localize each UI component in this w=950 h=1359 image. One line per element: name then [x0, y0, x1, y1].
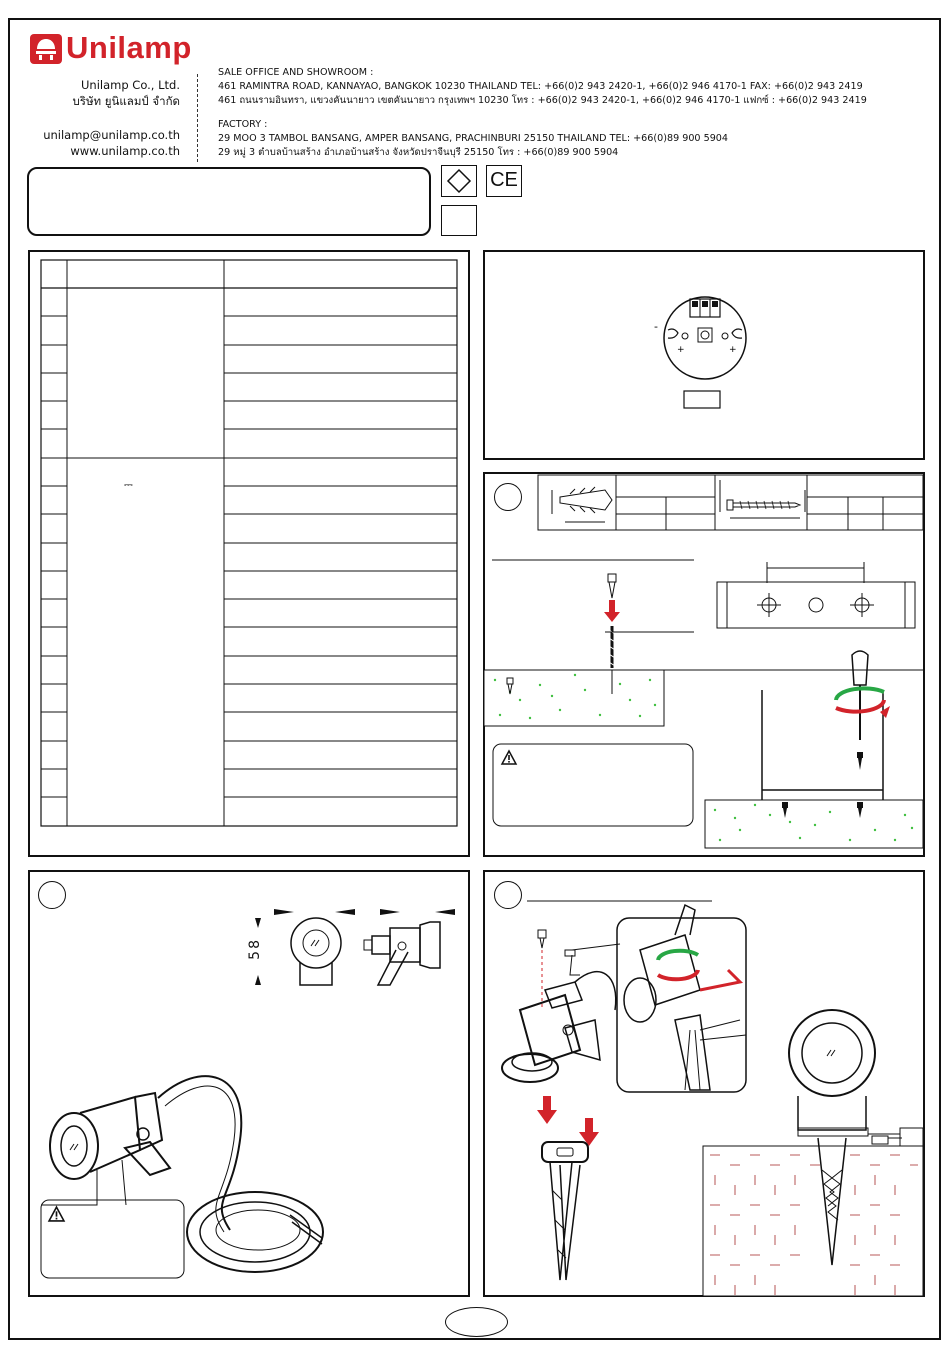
diamond-cert-box: [441, 165, 477, 197]
sales-office-heading: SALE OFFICE AND SHOWROOM :: [218, 67, 374, 78]
factory-line-en: 29 MOO 3 TAMBOL BANSANG, AMPER BANSANG, …: [218, 133, 728, 144]
factory-line-th: 29 หมู่ 3 ตำบลบ้านสร้าง อำเภอบ้านสร้าง จ…: [218, 147, 619, 158]
step-circle-3: [494, 881, 522, 909]
dc-symbol: ⎓: [124, 478, 133, 491]
factory-heading: FACTORY :: [218, 119, 268, 130]
ce-mark-icon: CE: [486, 165, 522, 197]
svg-text:-: -: [654, 320, 658, 333]
sales-office-line-en: 461 RAMINTRA ROAD, KANNAYAO, BANGKOK 102…: [218, 81, 863, 92]
header-divider: [197, 74, 198, 162]
company-name-th: บริษัท ยูนิแลมป์ จำกัด: [72, 94, 180, 108]
cert-box-empty: [441, 205, 477, 236]
page-frame: [8, 18, 941, 1340]
brand-name: Unilamp: [66, 30, 192, 65]
product-name-box: [27, 167, 431, 236]
wall-mount-panel: [483, 472, 925, 857]
svg-text:+: +: [677, 345, 685, 355]
step-circle-2: [38, 881, 66, 909]
wiring-panel: [483, 250, 925, 460]
diamond-icon: [446, 168, 472, 194]
svg-text:+: +: [729, 345, 737, 355]
spec-panel: [28, 250, 470, 857]
warning-icon: [47, 1205, 66, 1222]
company-website[interactable]: www.unilamp.co.th: [70, 144, 180, 158]
sales-office-line-th: 461 ถนนรามอินทรา, แขวงคันนายาว เขตคันนาย…: [218, 95, 867, 106]
step-circle-1: [494, 483, 522, 511]
page-number-oval: [445, 1307, 508, 1337]
warning-icon: [500, 749, 518, 765]
unilamp-logo-icon: [30, 34, 62, 64]
company-name-en: Unilamp Co., Ltd.: [80, 78, 180, 92]
dimensions-panel: [28, 870, 470, 1297]
company-email[interactable]: unilamp@unilamp.co.th: [43, 128, 180, 142]
